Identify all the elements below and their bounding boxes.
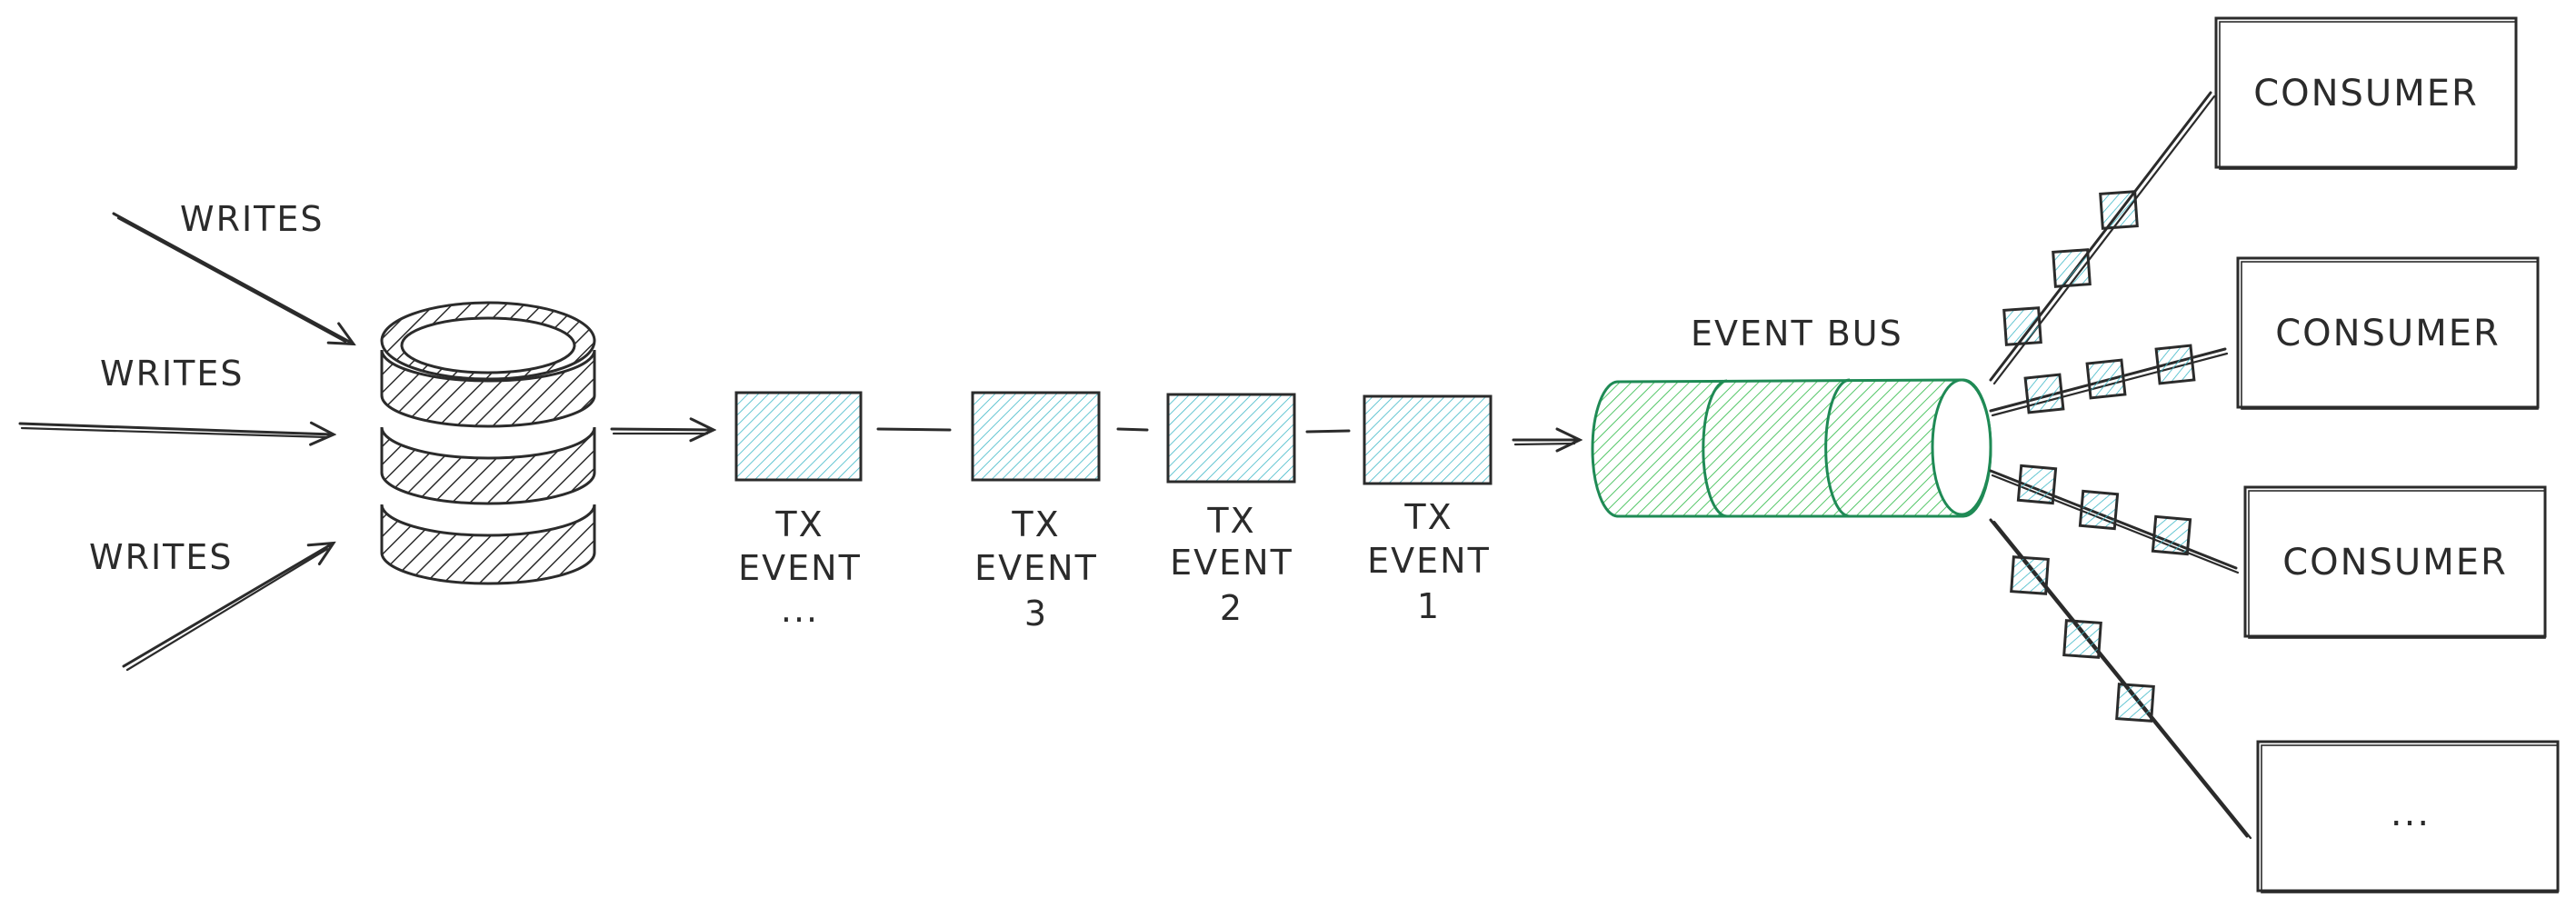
consumer-box-2: CONSUMER: [2236, 256, 2540, 410]
writes-arrow-bottom: [122, 544, 333, 668]
tx-event-box-1: [1363, 394, 1493, 485]
fanout-event-squares: [2002, 190, 2196, 723]
consumer-label-1: CONSUMER: [2253, 73, 2479, 115]
tx-event-3-line1: TX: [1011, 504, 1060, 544]
tx-event-1-line2: EVENT: [1367, 541, 1491, 581]
consumer-box-1: CONSUMER: [2214, 16, 2518, 170]
tx-event-3-line3: 3: [1024, 594, 1048, 634]
writes-arrow-top: [112, 212, 353, 344]
tx-event-3-line2: EVENT: [974, 548, 1098, 588]
db-to-events-arrow: [610, 429, 713, 430]
consumer-label-2: CONSUMER: [2275, 313, 2501, 354]
tx-event-2-line2: EVENT: [1170, 543, 1293, 583]
writes-label-bottom: WRITES: [89, 537, 234, 577]
tx-event-2-line1: TX: [1206, 501, 1255, 541]
writes-arrows: [18, 212, 353, 672]
tx-event-n-line1: TX: [774, 504, 824, 544]
tx-event-box-n: [734, 391, 863, 482]
consumer-label-3: CONSUMER: [2282, 542, 2508, 584]
tx-event-1-line1: TX: [1403, 497, 1453, 537]
tx-event-2-line3: 2: [1220, 588, 1243, 628]
writes-label-top: WRITES: [180, 199, 324, 239]
consumer-label-4: ...: [2391, 793, 2431, 834]
tx-event-1-line3: 1: [1417, 586, 1441, 626]
consumer-box-3: CONSUMER: [2243, 485, 2547, 639]
tx-event-n-line3: ...: [781, 590, 819, 630]
tx-event-box-2: [1166, 393, 1296, 484]
consumer-box-4: ...: [2256, 740, 2560, 893]
database-icon: [380, 301, 596, 585]
event-bus-cylinder: [1591, 378, 1992, 518]
tx-event-n-line2: EVENT: [738, 548, 862, 588]
writes-label-middle: WRITES: [100, 354, 245, 394]
event-bus-label: EVENT BUS: [1691, 314, 1903, 354]
writes-arrow-middle: [18, 424, 333, 434]
tx-event-box-3: [971, 391, 1101, 482]
